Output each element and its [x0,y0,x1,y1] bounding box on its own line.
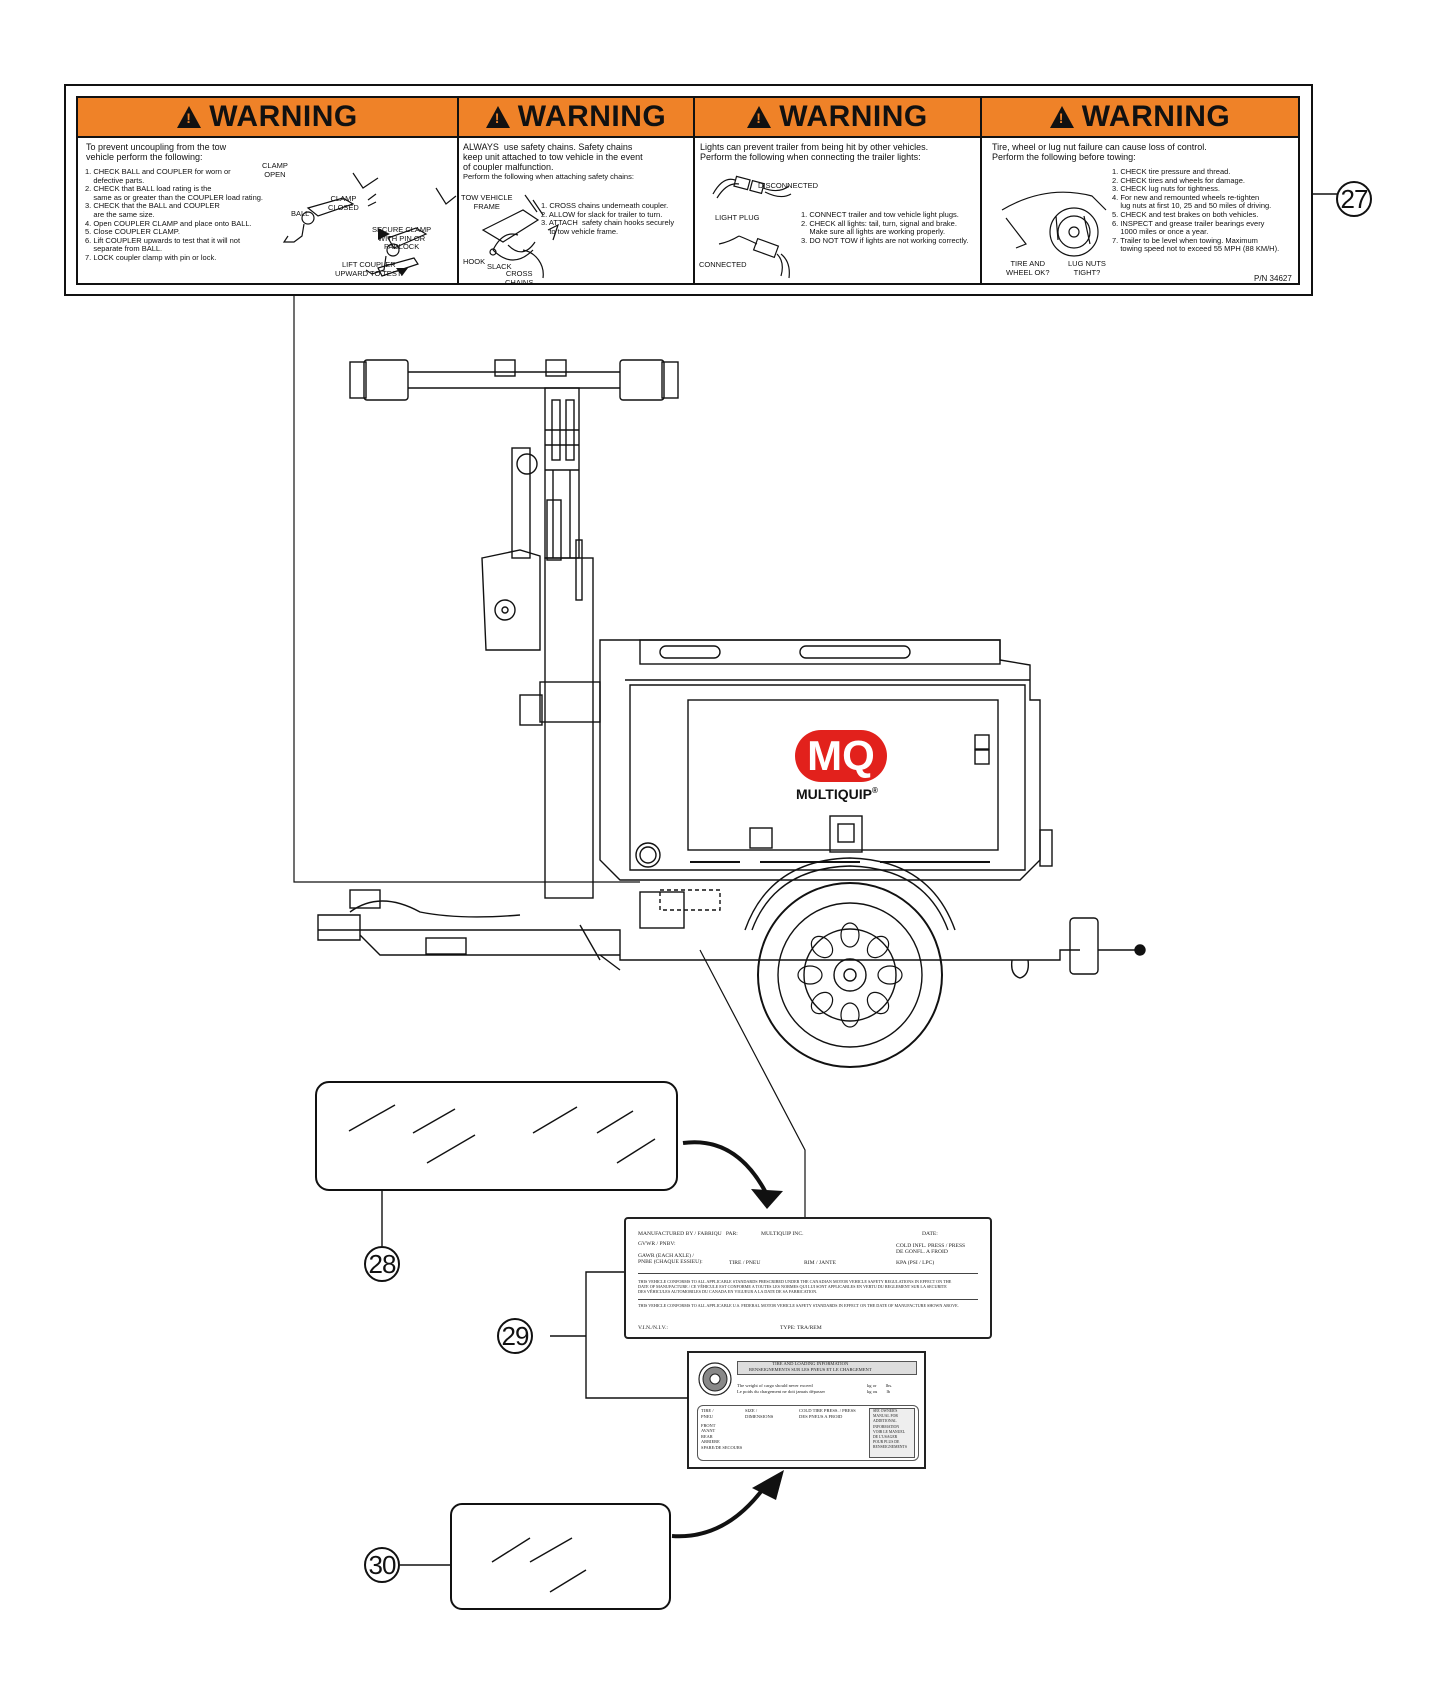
certification-label: MANUFACTURED BY / FABRIQU PAR: MULTIQUIP… [624,1217,992,1339]
mq-logo: MQ [795,730,887,782]
label-tire-wheel: TIRE AND WHEEL OK? [1006,259,1050,277]
decal-30-blank [450,1503,671,1610]
tire-label-col-tire: TIRE / PNEU [701,1408,714,1419]
cert-tire: TIRE / PNEU [729,1260,761,1266]
registered-mark: ® [871,786,878,795]
leader-line-27 [1312,193,1338,195]
label-lug-nuts: LUG NUTS TIGHT? [1068,259,1106,277]
callout-27: 27 [1336,181,1372,217]
warning-panel-lights: WARNING Lights can prevent trailer from … [695,98,982,283]
cert-type: TYPE: TRA/REM [780,1325,822,1331]
warning-header: WARNING [982,98,1298,138]
callout-30: 30 [364,1547,400,1583]
warning-panel-tires: WARNING Tire, wheel or lug nut failure c… [982,98,1298,283]
tire-label-note-box [869,1408,915,1458]
decal-28-blank [315,1081,678,1191]
cert-canada-text: THIS VEHICLE CONFORMS TO ALL APPLICABLE … [638,1279,952,1294]
tire-label-title: TIRE AND LOADING INFORMATION RENSEIGNEME… [749,1361,872,1372]
cert-vin: V.I.N./N.I.V.: [638,1325,668,1331]
brand-name: MULTIQUIP [796,786,872,802]
panel-intro: ALWAYS use safety chains. Safety chains … [463,142,643,172]
light-plug-illustration-icon [712,175,792,279]
cert-manufacturer: MANUFACTURED BY / FABRIQU PAR: [638,1231,738,1237]
warning-header-text: WARNING [517,100,667,133]
tire-label-title-box [737,1361,917,1375]
multiquip-wordmark: MULTIQUIP® [796,786,878,802]
warning-triangle-icon [177,106,202,128]
label-connected: CONNECTED [699,260,747,269]
callout-28: 28 [364,1246,400,1282]
tire-label-units: kg or lbs. kg ou lb [867,1383,893,1394]
panel-sub: Perform the following when attaching saf… [463,172,634,181]
cert-date: DATE: [922,1231,938,1237]
warning-triangle-icon [485,106,510,128]
panel-intro: Tire, wheel or lug nut failure can cause… [992,142,1207,162]
cert-us-text: THIS VEHICLE CONFORMS TO ALL APPLICABLE … [638,1303,959,1308]
label-secure-clamp: SECURE CLAMP WITH PIN OR PADLOCK [372,225,432,251]
coupler-illustration-icon [282,172,457,277]
label-hook: HOOK [463,257,486,266]
cert-divider [638,1273,978,1274]
label-clamp-open: CLAMP OPEN [262,161,288,179]
warning-header-text: WARNING [779,100,928,133]
cert-kpa: KPA (PSI / LPC) [896,1260,935,1266]
warning-header: WARNING [695,98,980,138]
panel-steps: 1. CROSS chains underneath coupler. 2. A… [541,201,675,236]
tire-label-weight: The weight of cargo should never exceed … [737,1383,826,1394]
warning-header-text: WARNING [209,100,358,133]
warning-triangle-icon [747,106,772,128]
safety-chain-illustration-icon [481,194,560,279]
cert-divider [638,1299,978,1300]
warning-panel-chains: WARNING ALWAYS use safety chains. Safety… [459,98,695,286]
tire-icon [698,1362,732,1396]
tire-label-table [697,1405,919,1461]
decal-30-shading [400,1470,784,1593]
cert-gawr: GAWR (EACH AXLE) / PNBE (CHAQUE ESSIEU): [638,1253,703,1266]
warning-header: WARNING [459,98,693,138]
part-number: P/N 34627 [1254,274,1292,283]
label-disconnected: DISCONNECTED [758,181,819,190]
tire-label-rows: FRONT AVANT REAR ARRIERE SPARE/DE SECOUR… [701,1423,743,1450]
bracket-29 [550,1271,688,1399]
label-tow-vehicle-frame: TOW VEHICLE FRAME [461,193,513,211]
callout-29: 29 [497,1318,533,1354]
warning-panel-coupler: WARNING To prevent uncoupling from the t… [78,98,459,283]
warning-decal: WARNING To prevent uncoupling from the t… [64,84,1313,296]
cert-rim: RIM / JANTE [804,1260,837,1266]
cert-cold-infl: COLD INFL. PRESS / PRESS DE GONFL. A FRO… [896,1243,966,1256]
label-cross-chains: CROSS CHAINS [505,269,534,287]
tire-label-col-size: SIZE / DIMENSIONS [745,1408,774,1419]
warning-triangle-icon [1049,106,1074,128]
decal-28-shading [348,1104,783,1246]
label-light-plug: LIGHT PLUG [715,213,760,222]
panel-steps: 1. CONNECT trailer and tow vehicle light… [801,210,969,245]
tire-label-col-pressure: COLD TIRE PRESS. / PRESS DES PNEUS A FRO… [799,1408,856,1419]
label-ball: BALL [291,209,310,218]
warning-header-text: WARNING [1081,100,1231,133]
cert-company: MULTIQUIP INC. [761,1231,804,1237]
cert-gvwr: GVWR / PNBV: [638,1241,676,1247]
tire-wheel-illustration-icon [1001,191,1107,257]
panel-intro: To prevent uncoupling from the tow vehic… [86,142,227,162]
warning-decal-inner: WARNING To prevent uncoupling from the t… [76,96,1300,286]
label-clamp-closed: CLAMP CLOSED [328,194,359,212]
panel-intro: Lights can prevent trailer from being hi… [700,142,929,162]
panel-steps: 1. CHECK BALL and COUPLER for worn or de… [85,167,264,262]
tire-label-note: SEE OWNER'S MANUAL FOR ADDITIONAL INFORM… [873,1409,907,1450]
tire-loading-label: TIRE AND LOADING INFORMATION RENSEIGNEME… [687,1351,926,1469]
warning-header: WARNING [78,98,457,138]
label-slack: SLACK [487,262,512,271]
panel-steps: 1. CHECK tire pressure and thread. 2. CH… [1112,167,1280,254]
label-lift-coupler: LIFT COUPLER UPWARD TO TEST. [335,260,403,278]
